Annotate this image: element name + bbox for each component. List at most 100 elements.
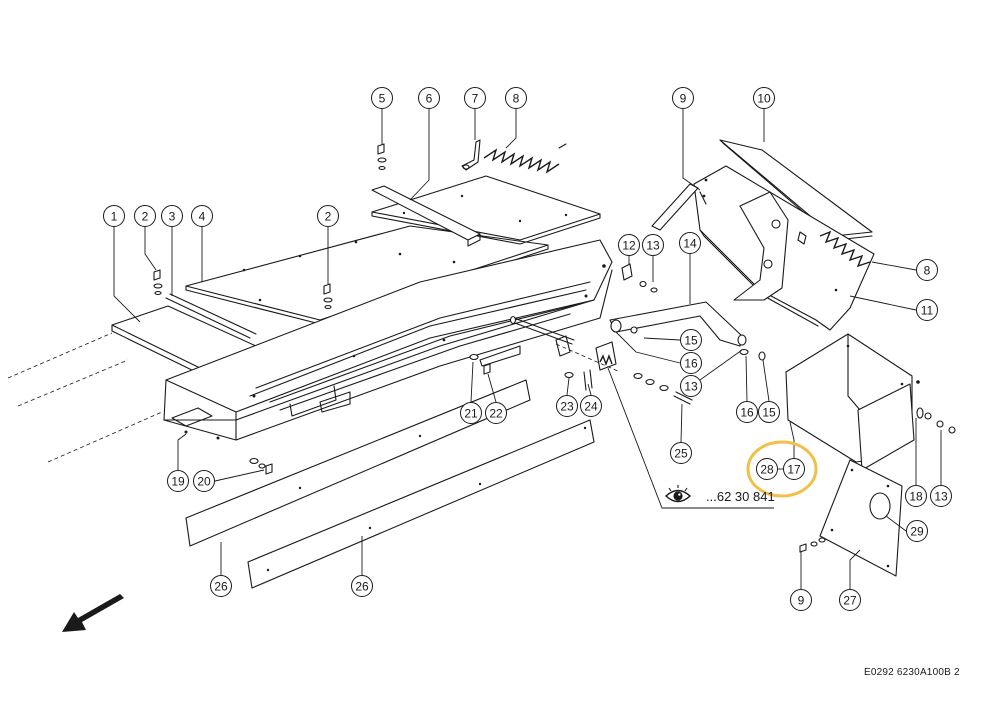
callout-number: 22 [489,407,503,421]
callout-circle [839,589,861,611]
callout-circle [418,87,440,109]
cover-plate-27 [799,459,903,577]
callout-number: 23 [560,400,574,414]
callout-circle [317,205,339,227]
callout-circle [161,205,183,227]
callout-number: 3 [169,210,176,224]
callout-circle [679,232,701,254]
callout-13: 13 [680,375,702,397]
callout-number: 29 [910,525,924,539]
callout-19: 19 [167,470,189,492]
callout-number: 10 [757,92,771,106]
leader-lines [113,109,942,589]
callout-26: 26 [210,575,232,597]
callout-26: 26 [351,575,373,597]
callout-2: 2 [317,205,339,227]
callout-number: 1 [111,210,118,224]
central-parts [555,263,693,405]
reference-number: ...62 30 841 [706,489,775,504]
callout-circle [670,442,692,464]
callout-27: 27 [839,589,861,611]
callout-number: 26 [214,580,228,594]
callout-circle [753,87,775,109]
callout-circle [680,329,702,351]
callout-18: 18 [905,485,927,507]
callout-circle [642,234,664,256]
callout-number: 8 [513,92,520,106]
callout-25: 25 [670,442,692,464]
callout-number: 15 [684,334,698,348]
callout-21: 21 [460,402,482,424]
callout-circle [756,458,778,480]
callout-circle [103,205,125,227]
callout-circle [680,352,702,374]
callout-23: 23 [556,395,578,417]
callout-circle [351,575,373,597]
callout-16: 16 [736,401,758,423]
callout-circle [371,87,393,109]
callout-circle [905,485,927,507]
callout-15: 15 [758,401,780,423]
callout-22: 22 [485,402,507,424]
callout-circle [790,589,812,611]
callout-circle [460,402,482,424]
callout-number: 5 [379,92,386,106]
callout-6: 6 [418,87,440,109]
callout-circle [930,485,952,507]
callout-number: 8 [924,264,931,278]
fasteners-left [153,139,491,475]
callout-number: 15 [762,406,776,420]
callout-number: 2 [142,210,149,224]
callout-number: 16 [684,357,698,371]
upper-right-cover [651,139,875,331]
callout-7: 7 [464,87,486,109]
callout-number: 20 [197,475,211,489]
callout-circle [167,470,189,492]
callout-circle [783,458,805,480]
callout-number: 12 [622,239,636,253]
callout-circle [618,234,640,256]
callout-circle [916,299,938,321]
callout-1: 1 [103,205,125,227]
callout-circle [485,402,507,424]
callout-number: 13 [646,239,660,253]
callout-number: 25 [674,447,688,461]
callout-11: 11 [916,299,938,321]
callout-number: 13 [684,380,698,394]
callout-circle [906,520,928,542]
callout-circle [505,87,527,109]
callout-3: 3 [161,205,183,227]
callout-circle [680,375,702,397]
callout-number: 18 [909,490,923,504]
callout-circle [464,87,486,109]
callout-29: 29 [906,520,928,542]
callout-number: 28 [760,463,774,477]
callout-14: 14 [679,232,701,254]
callout-circle [556,395,578,417]
callout-8: 8 [916,259,938,281]
drawing-code: E0292 6230A100B 2 [864,667,960,678]
callout-circle [672,87,694,109]
callout-number: 6 [426,92,433,106]
callout-number: 2 [325,210,332,224]
callout-number: 14 [683,237,697,251]
callout-15: 15 [680,329,702,351]
side-guard [785,333,956,471]
callout-20: 20 [193,470,215,492]
callout-9: 9 [672,87,694,109]
callout-number: 16 [740,406,754,420]
callout-number: 26 [355,580,369,594]
callout-circle [758,401,780,423]
spring-top [483,143,567,174]
direction-arrow-icon [62,594,124,632]
callout-circle [210,575,232,597]
callout-number: 21 [464,407,478,421]
callout-circle [191,205,213,227]
callout-number: 7 [472,92,479,106]
link-arm [609,301,766,361]
callout-number: 19 [171,475,185,489]
callout-number: 4 [199,210,206,224]
callout-circle [134,205,156,227]
